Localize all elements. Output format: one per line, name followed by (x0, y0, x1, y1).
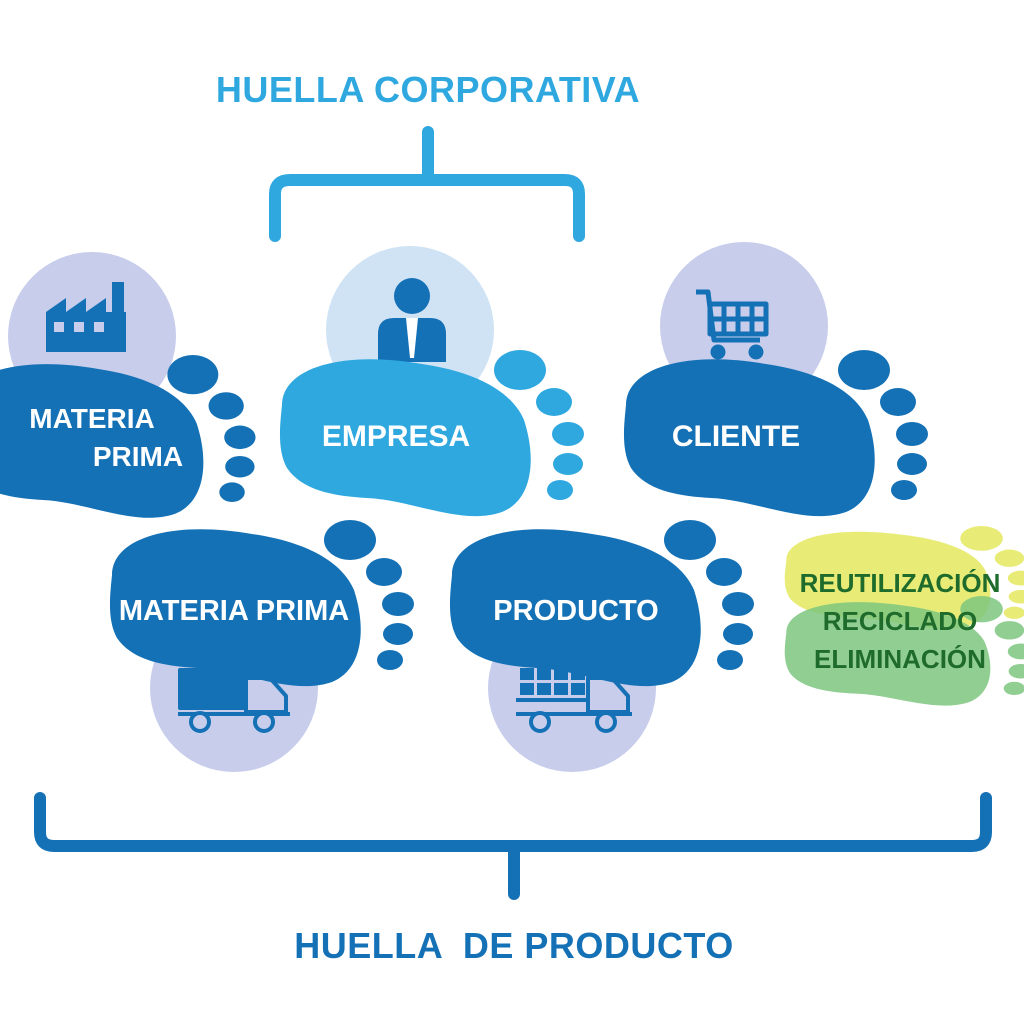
raw-material-bottom-node: MATERIA PRIMA (109, 520, 414, 772)
product-bracket (34, 792, 992, 900)
company-label: EMPRESA (322, 420, 470, 453)
truck-icon (178, 668, 290, 733)
factory-icon (46, 282, 126, 352)
company-node: EMPRESA (279, 246, 584, 517)
corporate-bracket (269, 126, 585, 242)
cargo-truck-icon (516, 668, 632, 733)
corporate-footprint-title: HUELLA CORPORATIVA (216, 69, 640, 110)
client-node: CLIENTE (623, 242, 928, 517)
reuse-label: REUTILIZACIÓN (800, 568, 1001, 598)
client-label: CLIENTE (672, 420, 800, 453)
product-node: PRODUCTO (449, 520, 754, 772)
product-label: PRODUCTO (493, 595, 658, 627)
raw-material-label-line1: MATERIA (29, 403, 154, 434)
recycle-label: RECICLADO (823, 606, 978, 636)
shopping-cart-icon (696, 289, 769, 360)
end-of-life-node: REUTILIZACIÓN RECICLADO ELIMINACIÓN (784, 526, 1024, 706)
product-footprint-title: HUELLA DE PRODUCTO (294, 925, 734, 966)
businessman-icon (378, 278, 446, 362)
dispose-label: ELIMINACIÓN (814, 644, 986, 674)
raw-material-bottom-label: MATERIA PRIMA (119, 595, 349, 627)
raw-material-footprint (0, 355, 256, 518)
raw-material-top-node: MATERIA PRIMA (0, 252, 256, 518)
raw-material-label-line2: PRIMA (93, 441, 183, 472)
